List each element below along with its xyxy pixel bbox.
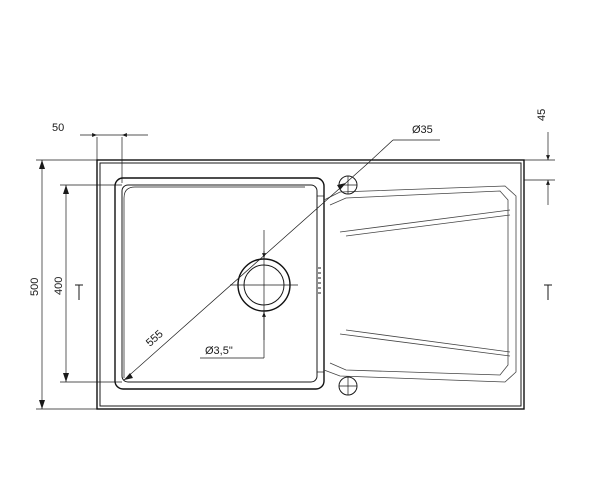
dimension-right-offset: 45: [524, 109, 555, 205]
bowl-inner: [121, 184, 318, 383]
dim-label-hole: Ø35: [412, 124, 433, 136]
dimension-bowl-height: 400: [53, 184, 122, 383]
dimension-drain: Ø3,5": [200, 230, 266, 359]
drain: [230, 251, 298, 319]
sink-outer-rim: [96, 159, 525, 410]
bowl: [114, 177, 325, 390]
sink-outline: [96, 159, 525, 410]
dim-label-drain: Ø3,5": [205, 345, 233, 357]
overflow-slots: [318, 267, 321, 294]
bowl-outer: [114, 177, 325, 390]
dimension-width-top: 50: [52, 122, 148, 183]
dimension-total-height: 500: [29, 159, 97, 410]
dim-label-500: 500: [29, 278, 41, 296]
dim-label-400: 400: [53, 277, 65, 295]
section-markers: [75, 284, 552, 300]
drainboard: [323, 175, 517, 396]
dim-label-45: 45: [536, 109, 548, 121]
sink-inner-rim: [99, 162, 522, 407]
dimension-diagonal: Ø35 555: [123, 124, 440, 381]
dim-label-50: 50: [52, 122, 64, 134]
